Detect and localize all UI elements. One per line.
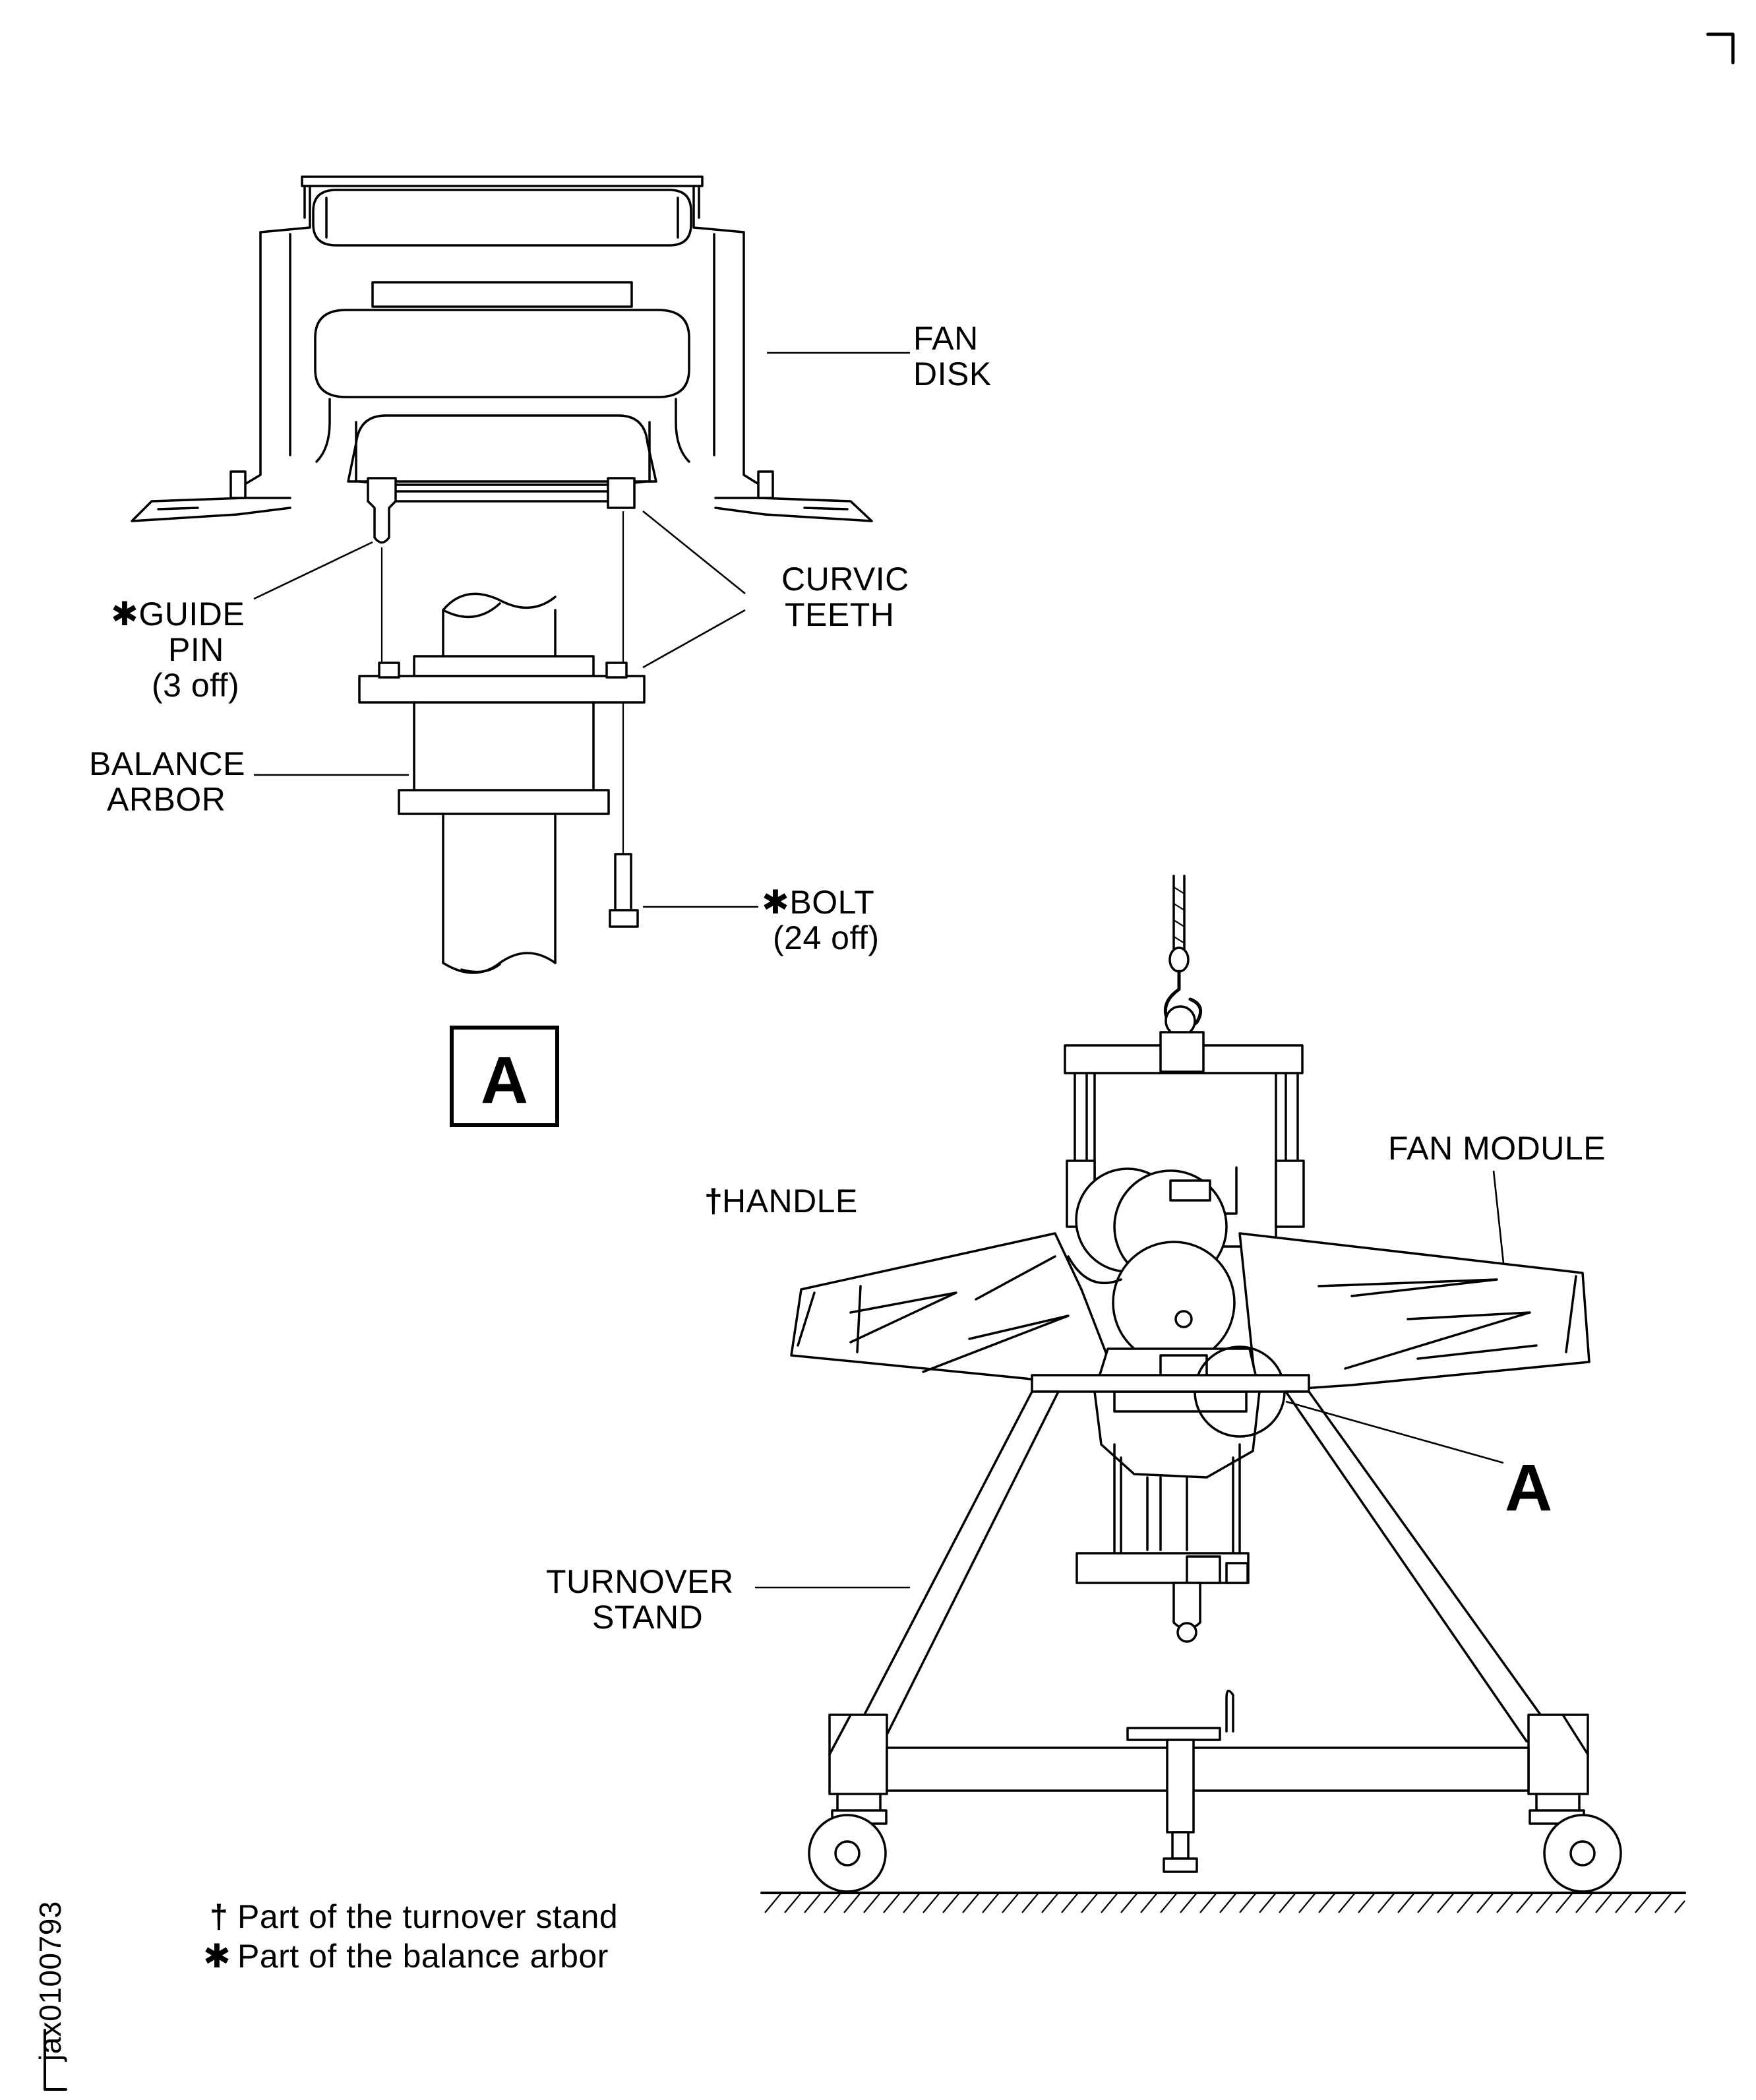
legend-dagger-text: Part of the turnover stand — [237, 1898, 618, 1935]
fan-module-drawing — [790, 1167, 1590, 1393]
handle-label: † HANDLE — [704, 1183, 858, 1220]
corner-mark-bottom-left — [44, 2029, 67, 2091]
legend-dagger-symbol: † — [210, 1898, 228, 1935]
ground-line — [760, 1892, 1686, 1913]
detail-a-marker-letter: A — [481, 1043, 528, 1117]
guide-pin-label-line-3: (3 off) — [152, 667, 239, 704]
bolt-label-line-2: (24 off) — [773, 919, 880, 956]
fan-module-label: FAN MODULE — [1388, 1130, 1606, 1167]
legend-star-symbol: ✱ — [203, 1938, 231, 1975]
bolt-label: ✱BOLT(24 off) — [762, 884, 880, 956]
detail-a-reference: A — [1505, 1451, 1552, 1525]
curvic-teeth-label-line-1: CURVIC — [781, 561, 909, 598]
bolt-label-line-1: ✱BOLT — [762, 884, 874, 921]
legend-star-text: Part of the balance arbor — [237, 1938, 609, 1975]
figure-id: jax0100793 — [33, 1901, 67, 2062]
turnover-stand-frame — [808, 1374, 1622, 1893]
guide-pin-label-line-2: PIN — [168, 631, 224, 668]
fan-disk-label-line-1: FAN — [913, 320, 979, 357]
balance-arbor-label-line-1: BALANCE — [89, 745, 245, 782]
legend: † Part of the turnover stand ✱ Part of t… — [203, 1898, 618, 1975]
turnover-stand-label-line-2: STAND — [592, 1599, 703, 1636]
balance-arbor-label-line-2: ARBOR — [107, 781, 226, 818]
handle-label-text: HANDLE — [722, 1183, 858, 1220]
turnover-stand-label-line-1: TURNOVER — [546, 1563, 734, 1600]
bolt-drawing — [609, 702, 639, 928]
handle-dagger-symbol: † — [704, 1183, 723, 1220]
leader-lines-detail — [253, 352, 910, 908]
balance-arbor-drawing — [358, 511, 646, 974]
fan-disk-label-line-2: DISK — [913, 355, 992, 392]
fan-disk-drawing — [131, 175, 873, 544]
detail-a-marker: A — [450, 1026, 559, 1127]
guide-pin-label-line-1: ✱GUIDE — [111, 596, 245, 633]
sling-and-hook — [1163, 875, 1203, 1037]
corner-mark-top-right — [1706, 32, 1735, 65]
leader-lines-main — [755, 1170, 1505, 1589]
curvic-teeth-label-line-2: TEETH — [785, 596, 894, 633]
